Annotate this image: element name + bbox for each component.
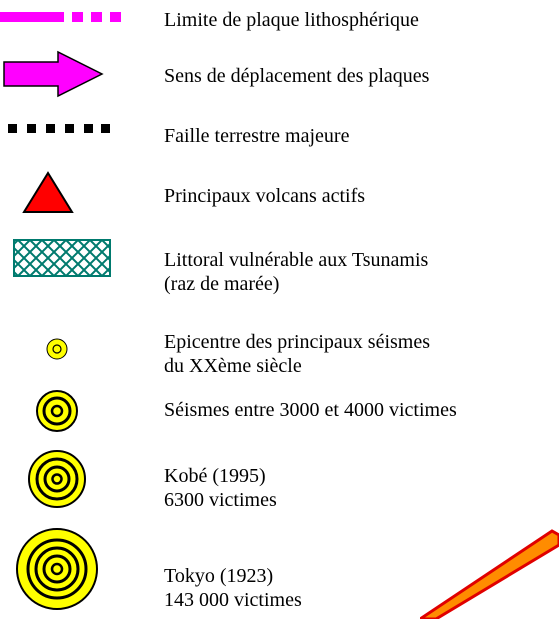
volcano-triangle-icon bbox=[22, 171, 74, 213]
epicentres-label: Epicentre des principaux séismes du XXèm… bbox=[164, 330, 430, 378]
epicentre-small-icon bbox=[46, 338, 68, 360]
plate-motion-arrow-icon bbox=[3, 50, 104, 98]
quake-tokyo-icon bbox=[16, 528, 98, 610]
major-fault-symbol bbox=[8, 124, 110, 133]
major-fault-label: Faille terrestre majeure bbox=[164, 125, 350, 147]
tokyo-line1: Tokyo (1923) bbox=[164, 565, 274, 587]
tokyo-line2: 143 000 victimes bbox=[164, 589, 302, 611]
tsunami-coast-line1: Littoral vulnérable aux Tsunamis bbox=[164, 249, 429, 271]
kobe-label: Kobé (1995) 6300 victimes bbox=[164, 464, 277, 512]
active-volcanoes-label: Principaux volcans actifs bbox=[164, 185, 366, 207]
quake-3000-4000-icon bbox=[36, 390, 78, 432]
plate-motion-label: Sens de déplacement des plaques bbox=[164, 65, 430, 87]
epicentres-line2: du XXème siècle bbox=[164, 355, 302, 377]
plate-boundary-label: Limite de plaque lithosphérique bbox=[164, 9, 419, 31]
plate-boundary-symbol bbox=[0, 12, 121, 22]
kobe-line1: Kobé (1995) bbox=[164, 465, 266, 487]
diagonal-band-fragment bbox=[420, 529, 559, 619]
tsunami-hatch-icon bbox=[13, 239, 111, 277]
epicentres-line1: Epicentre des principaux séismes bbox=[164, 331, 431, 353]
tsunami-coast-line2: (raz de marée) bbox=[164, 273, 280, 295]
kobe-line2: 6300 victimes bbox=[164, 489, 277, 511]
quakes-3000-4000-label: Séismes entre 3000 et 4000 victimes bbox=[164, 399, 457, 421]
tsunami-coast-label: Littoral vulnérable aux Tsunamis (raz de… bbox=[164, 248, 428, 296]
quake-kobe-icon bbox=[28, 450, 86, 508]
tokyo-label: Tokyo (1923) 143 000 victimes bbox=[164, 564, 302, 612]
